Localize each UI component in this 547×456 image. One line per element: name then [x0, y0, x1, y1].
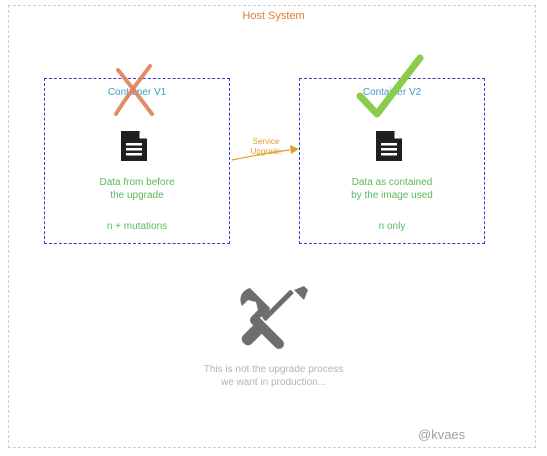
container-v2-note: n only — [378, 221, 406, 232]
service-upgrade-label-line: Upgrade — [250, 147, 282, 156]
container-v1-description-line: Data from before — [99, 177, 175, 188]
service-upgrade-label-line: Service — [252, 137, 280, 146]
wrench-screwdriver-icon — [240, 286, 308, 350]
container-v2-title: Container V2 — [362, 87, 422, 98]
container-v1: Container V1 Data from before the upgrad… — [44, 78, 230, 244]
container-v1-description: Data from before the upgrade — [45, 176, 229, 202]
container-v2-description-line: Data as contained — [351, 177, 433, 188]
container-v2-description: Data as contained by the image used — [300, 176, 484, 202]
watermark: @kvaes — [418, 427, 466, 442]
bottom-caption-line: This is not the upgrade process — [203, 364, 344, 375]
container-v2-description-line: by the image used — [351, 190, 433, 201]
bottom-caption: This is not the upgrade process we want … — [150, 363, 397, 389]
container-v1-title: Container V1 — [107, 87, 167, 98]
document-icon — [121, 131, 147, 161]
container-v1-description-line: the upgrade — [110, 190, 164, 201]
host-system-title: Host System — [242, 10, 305, 22]
service-upgrade-label: Service Upgrade — [238, 137, 294, 157]
document-icon — [376, 131, 402, 161]
host-system-boundary — [8, 5, 536, 448]
bottom-caption-line: we want in production... — [220, 377, 327, 388]
container-v2: Container V2 Data as contained by the im… — [299, 78, 485, 244]
container-v1-note: n + mutations — [106, 221, 168, 232]
